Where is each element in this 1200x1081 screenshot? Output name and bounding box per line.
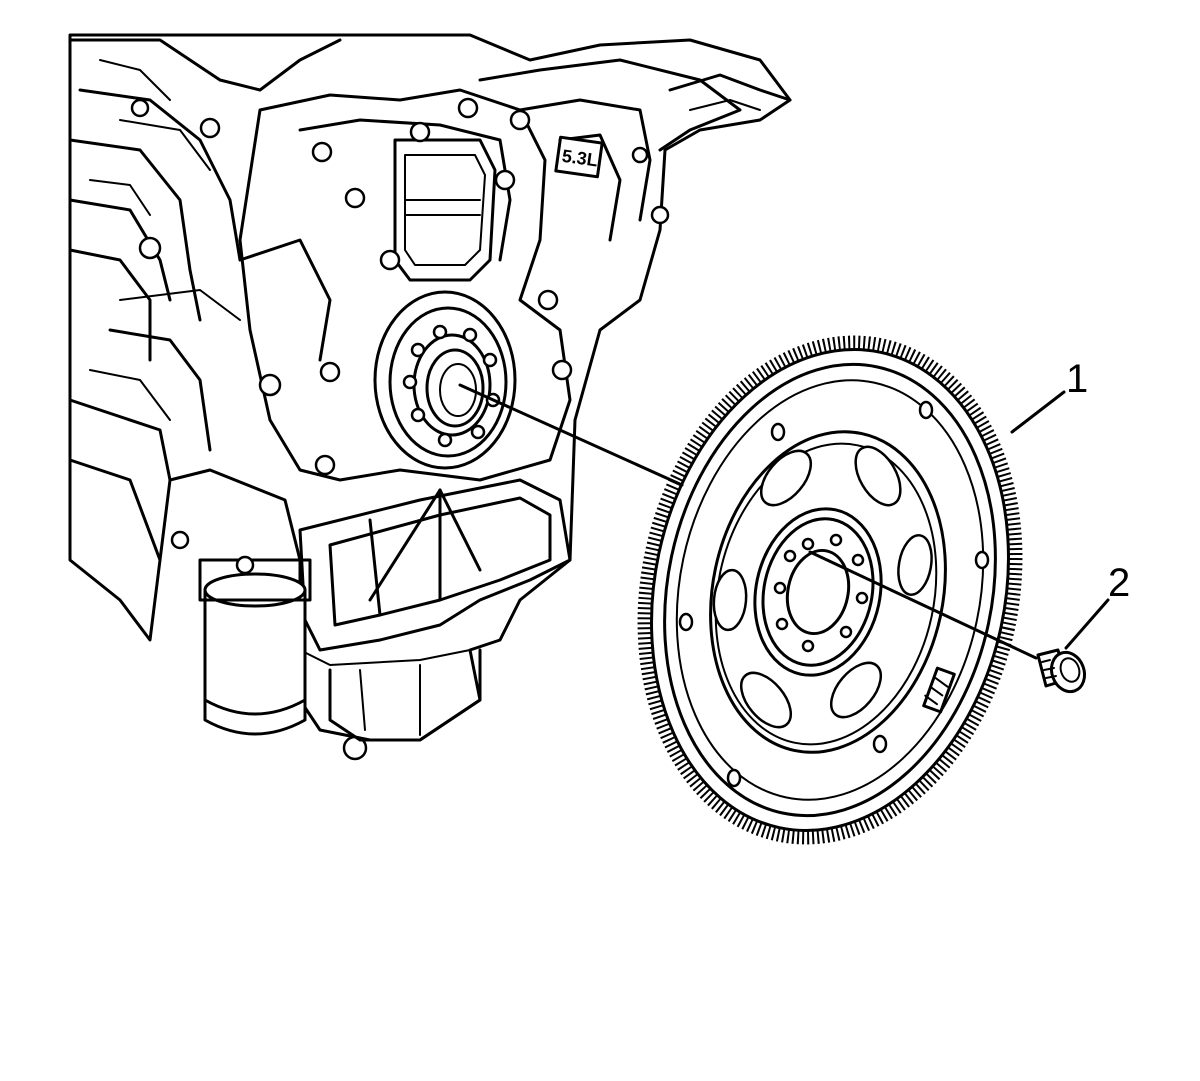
oil-filter	[170, 530, 312, 736]
flywheel-bolt	[1036, 648, 1087, 694]
callout-label-1: 1	[1066, 357, 1088, 401]
rear-main-seal	[373, 290, 517, 470]
flywheel-windows	[712, 445, 933, 729]
callout-label-2: 2	[1108, 561, 1130, 605]
displacement-badge-text: 5.3L	[561, 146, 599, 171]
engine-block: 5.3L	[68, 33, 792, 761]
oil-pan	[298, 478, 572, 742]
flywheel	[637, 335, 1023, 845]
alignment-lines	[458, 383, 1038, 660]
flywheel-hub-bolt-holes	[773, 533, 869, 653]
flywheel-mounting-holes	[678, 400, 990, 788]
block-bolts	[130, 97, 670, 761]
callout-2: 2	[1064, 561, 1130, 650]
callout-1: 1	[1010, 357, 1088, 434]
displacement-badge: 5.3L	[554, 135, 604, 179]
flywheel-part-label	[922, 666, 956, 714]
